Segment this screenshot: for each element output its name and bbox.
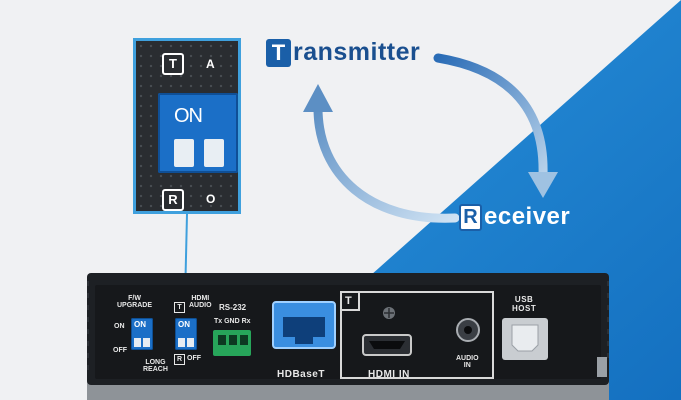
extender-device: F/W UPGRADE ON OFF ON LONG REACH HDMI AU… [87,273,609,400]
hdmi-in-port[interactable] [363,335,411,355]
dip-switch-knob-2 [204,139,224,167]
receiver-label: R eceiver [459,203,570,231]
audio-in-jack[interactable] [457,319,479,341]
hdmi-audio-switch[interactable]: ON [175,318,197,350]
dip-switch-knob-1 [174,139,194,167]
usb-host-label: USB HOST [512,295,537,313]
arrow-rx-to-tx [313,103,460,223]
t-mark-badge: T [174,302,185,313]
zoom-top-letter: A [206,57,215,71]
rs232-pins-label: Tx GND Rx [214,318,251,325]
transmitter-mark-badge: T [162,53,184,75]
fw-upgrade-switch[interactable]: ON [131,318,153,350]
transmitter-letter-badge: T [266,38,291,67]
fw-upgrade-label: F/W UPGRADE [117,295,153,309]
transmitter-t-mark: T [345,295,352,307]
hdmi-audio-label: HDMI AUDIO [189,295,212,309]
hdbaset-label: HDBaseT [277,369,325,380]
transmitter-label: T ransmitter [266,38,420,67]
r-mark-badge: R [174,354,185,365]
hdbaset-port[interactable] [273,302,335,348]
usb-host-port[interactable] [502,318,548,360]
arrow-head-down-icon [528,172,558,198]
receiver-letter-badge: R [459,203,482,231]
long-reach-label: LONG REACH [143,359,168,373]
audio-in-label: AUDIO IN [456,355,479,369]
rs232-label: RS-232 [219,303,247,312]
receiver-text: eceiver [484,203,571,230]
zoom-bottom-letter: O [206,192,216,206]
hdmi-audio-off-label: OFF [187,355,201,362]
dip-switch-body [158,93,238,173]
arrow-head-up-icon [303,84,333,112]
mounting-plate [87,381,609,400]
receiver-mark-badge: R [162,189,184,211]
arrow-tx-to-rx [433,53,548,180]
fw-off-label: OFF [113,347,127,354]
dip-switch-on-label: ON [174,105,203,127]
transmitter-text: ransmitter [293,38,421,66]
dip-switch-zoom-callout: T A ON R O [133,38,241,214]
device-chassis [87,273,609,400]
hdmi-in-label: HDMI IN [368,369,410,380]
fw-on-label: ON [114,323,125,330]
